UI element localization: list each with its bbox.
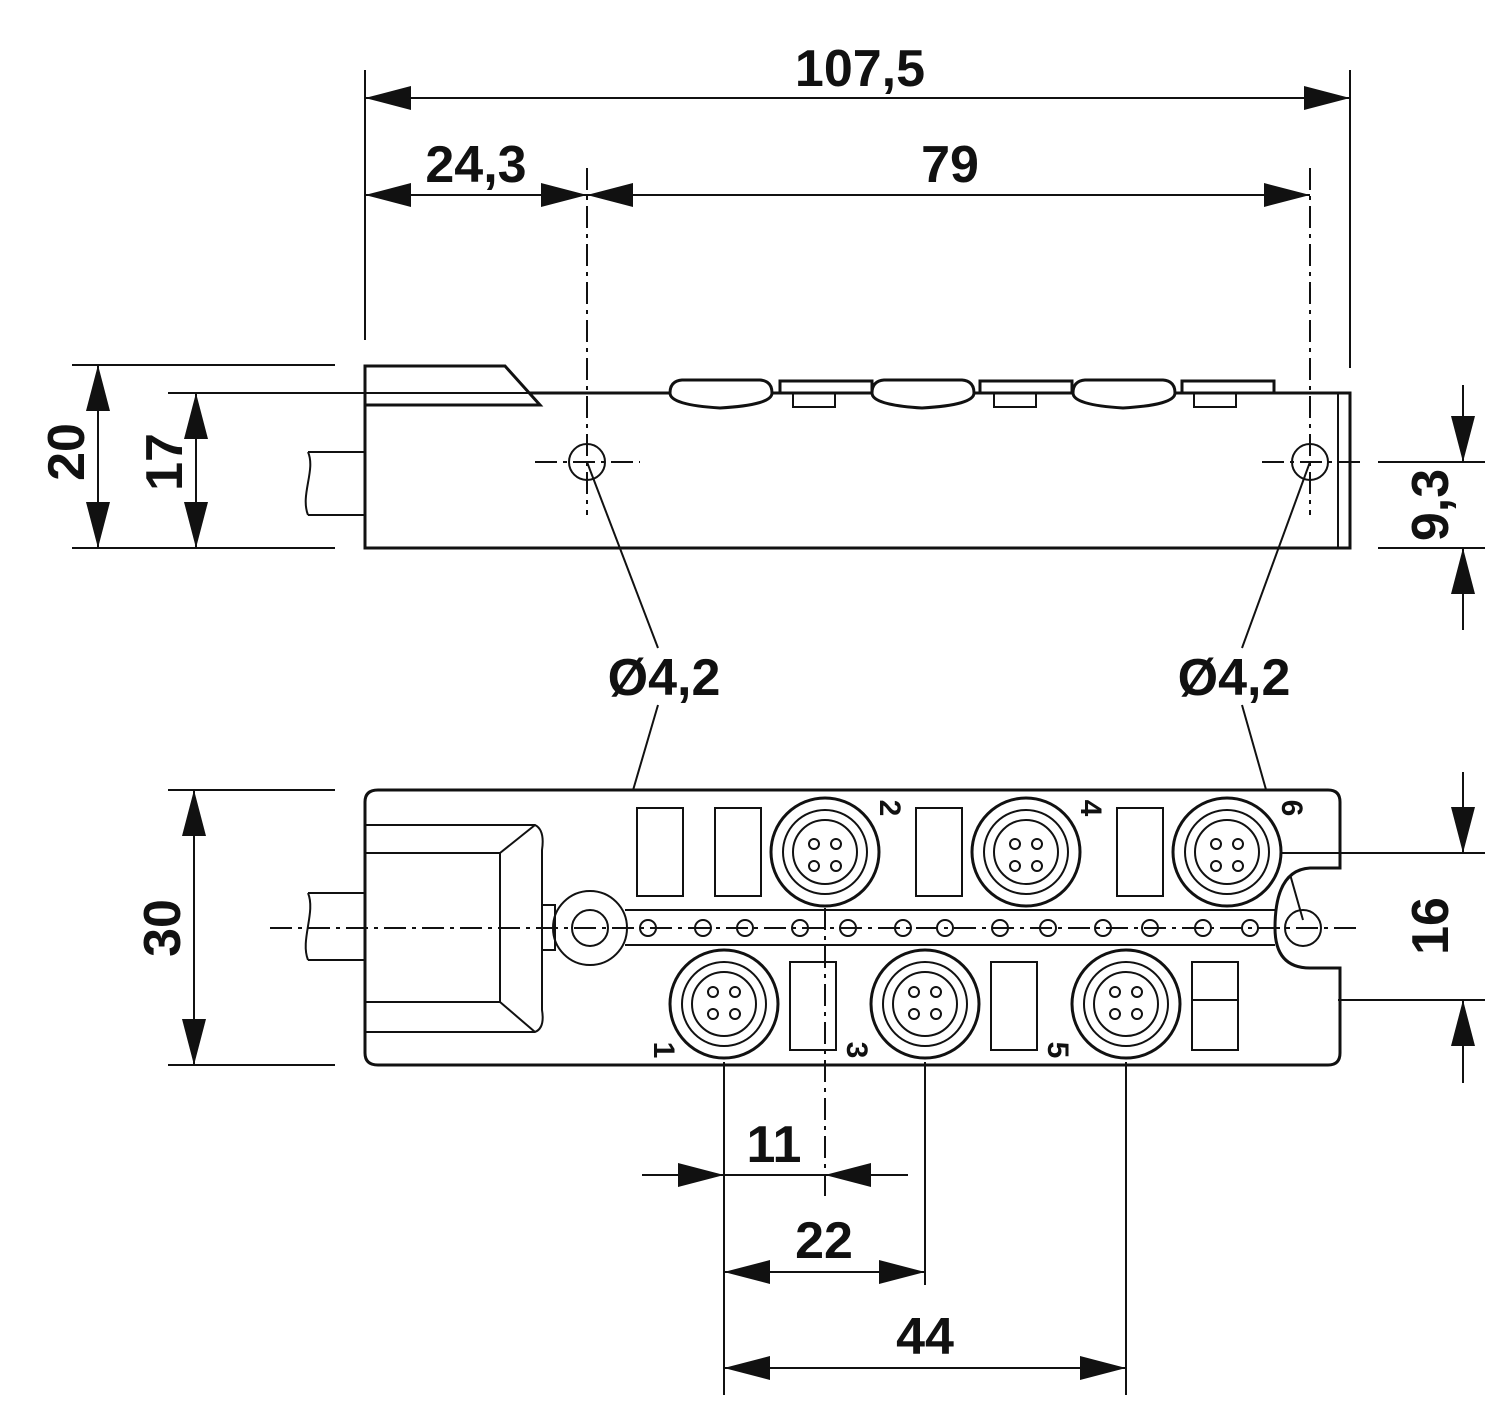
connector-tops: [668, 378, 1276, 410]
port-label-4: 4: [1074, 800, 1107, 817]
overall-length-label: 107,5: [795, 40, 925, 98]
led-indicators: [639, 919, 1259, 937]
side-view: [304, 364, 1360, 550]
width-label: 30: [134, 899, 192, 957]
dimension-left-offset: 24,3: [365, 136, 587, 207]
hole-line-offset-label: 16: [1402, 897, 1460, 955]
dimension-total-height: 20: [38, 364, 335, 549]
mount-hole-left: [571, 909, 609, 947]
top-view: 2 4 6 1 3 5: [270, 788, 1360, 1067]
hole-diameter-right-label: Ø4,2: [1178, 649, 1291, 707]
dimension-body-height: 17: [136, 392, 365, 548]
hole-spacing-label: 79: [921, 136, 979, 194]
port-label-6: 6: [1275, 800, 1308, 817]
label-windows: [636, 807, 1239, 1051]
total-height-label: 20: [38, 423, 96, 481]
dimension-pitch-half: 11: [642, 1116, 908, 1187]
dimension-overall-length: 107,5: [365, 40, 1350, 110]
socket-5: [1070, 948, 1182, 1060]
port-label-5: 5: [1041, 1042, 1074, 1059]
dimension-pitch-single: 22: [724, 1212, 925, 1284]
socket-4: [970, 796, 1082, 908]
pitch-double-label: 44: [896, 1308, 954, 1366]
port-label-3: 3: [840, 1042, 873, 1059]
dimension-hole-spacing: 79: [587, 136, 1310, 207]
body-height-label: 17: [136, 433, 194, 491]
socket-6: [1171, 796, 1283, 908]
hole-height-label: 9,3: [1402, 469, 1460, 541]
socket-2: [769, 796, 881, 908]
port-label-1: 1: [647, 1042, 680, 1059]
pitch-single-label: 22: [795, 1212, 853, 1270]
dimension-hole-height: 9,3: [1378, 385, 1485, 630]
dimension-pitch-double: 44: [724, 1308, 1126, 1380]
socket-3: [869, 948, 981, 1060]
dimension-hole-line-offset: 16: [1280, 772, 1485, 1083]
hole-diameter-left-label: Ø4,2: [608, 649, 721, 707]
mount-hole-right: [1284, 909, 1322, 947]
dimension-width: 30: [134, 789, 335, 1066]
left-offset-label: 24,3: [425, 136, 526, 194]
socket-1: [668, 948, 780, 1060]
pitch-half-label: 11: [747, 1116, 802, 1174]
port-label-2: 2: [873, 800, 906, 817]
